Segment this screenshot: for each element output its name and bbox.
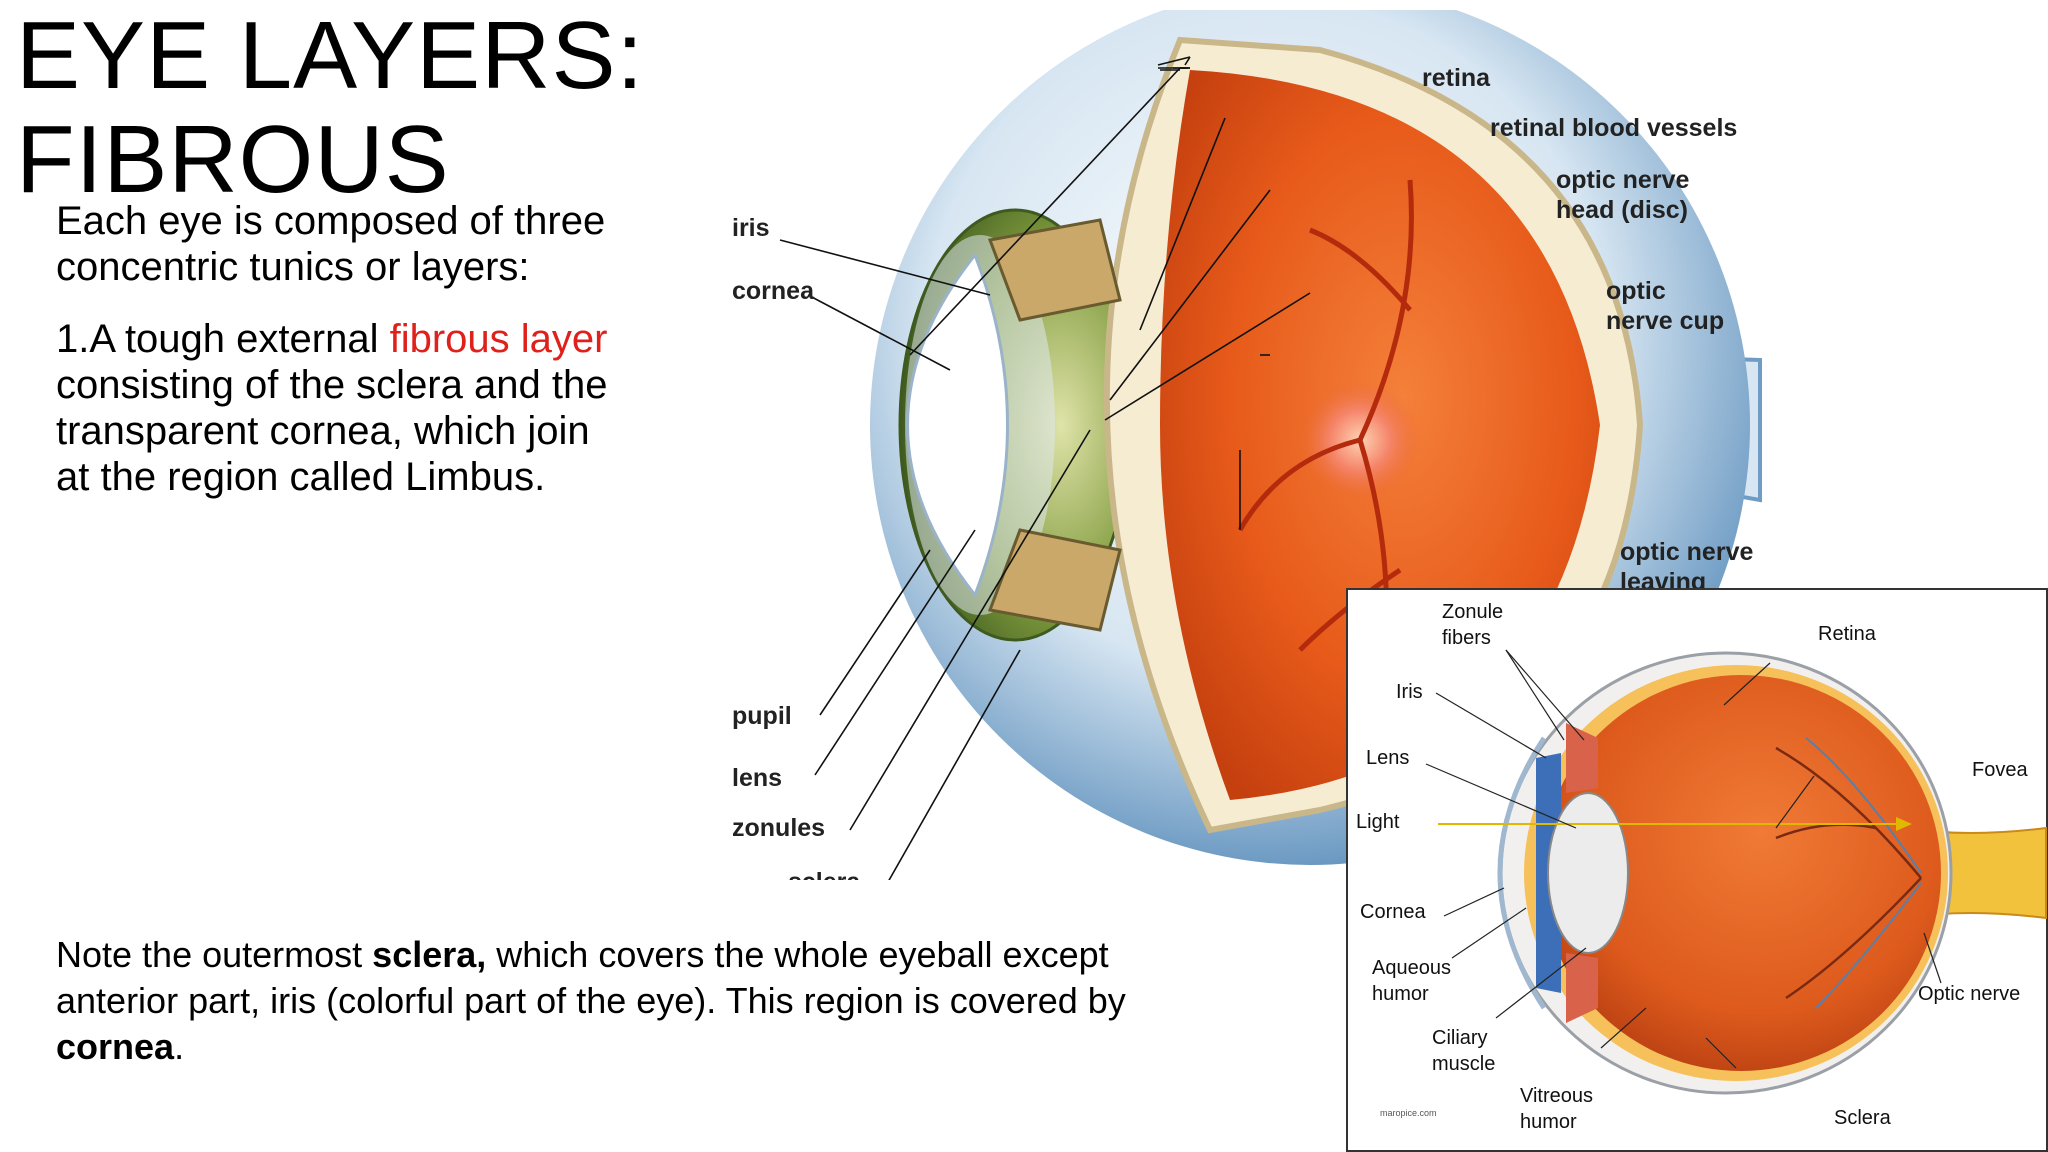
inset-credit: maropice.com: [1380, 1108, 1437, 1118]
sclera-bold: sclera,: [372, 934, 487, 975]
label-zonules: zonules: [732, 814, 825, 842]
inset-label-optic-nerve: Optic nerve: [1918, 983, 2020, 1005]
label-pupil: pupil: [732, 702, 792, 730]
label-retina: retina: [1422, 64, 1491, 92]
intro-text: Each eye is composed of three concentric…: [56, 199, 606, 289]
title-line-2: FIBROUS: [16, 106, 450, 213]
slide-title: EYE LAYERS: FIBROUS: [16, 4, 644, 212]
inset-label-retina: Retina: [1818, 623, 1877, 645]
inset-label-light: Light: [1356, 811, 1400, 833]
label-lens: lens: [732, 764, 782, 792]
note-text: Note the outermost sclera, which covers …: [56, 934, 1126, 1067]
inset-retina-shape: [1541, 675, 1941, 1071]
ciliary-upper: [987, 218, 1122, 322]
inset-leader-lines: [1425, 649, 1942, 1069]
inset-label-sclera: Sclera: [1834, 1107, 1892, 1129]
inset-label-fovea: Fovea: [1972, 759, 2028, 781]
light-ray-arrowhead: [1896, 817, 1912, 831]
title-line-1: EYE LAYERS:: [16, 2, 645, 109]
inset-vessels: [1775, 746, 1922, 1000]
inset-label-lens: Lens: [1366, 747, 1409, 769]
cornea-bold: cornea: [56, 1026, 175, 1067]
inset-cornea-shape: [1497, 736, 1547, 1010]
point-1-text: 1.A tough external fibrous layer consist…: [56, 317, 608, 499]
ciliary-lower: [987, 528, 1122, 632]
inset-lens-shape: [1547, 792, 1629, 954]
lens-shape: [906, 252, 1009, 598]
main-leader-lines: [779, 56, 1311, 880]
label-cornea: cornea: [732, 277, 815, 305]
fibrous-layer-highlight: fibrous layer: [389, 317, 608, 361]
inset-label-cornea: Cornea: [1360, 901, 1426, 923]
label-sclera: sclera: [788, 868, 861, 880]
inset-label-iris: Iris: [1396, 681, 1423, 703]
label-iris: iris: [732, 214, 770, 242]
label-retinal-blood-vessels: retinal blood vessels: [1490, 114, 1737, 142]
